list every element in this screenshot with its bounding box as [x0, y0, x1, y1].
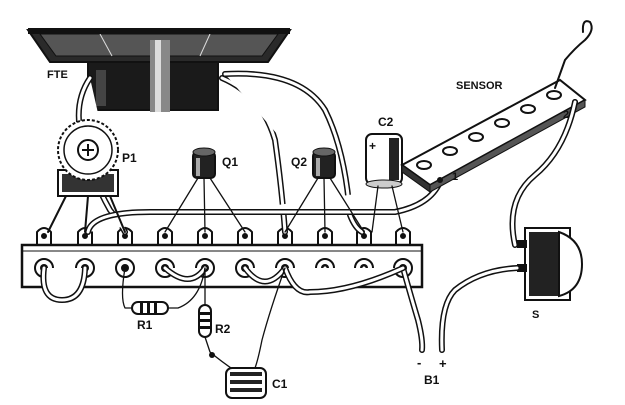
speaker-label: FTE — [47, 69, 68, 81]
transistor-q2-label: Q2 — [291, 155, 307, 169]
battery-minus: - — [417, 355, 421, 370]
switch-label: S — [532, 309, 539, 321]
capacitor-c2-plus: + — [369, 139, 376, 153]
capacitor-c2 — [365, 133, 404, 233]
battery-wires — [400, 265, 520, 353]
transistor-q2 — [284, 147, 365, 233]
potentiometer — [47, 119, 126, 233]
battery-label: B1 — [424, 373, 440, 387]
capacitor-c1-label: C1 — [272, 377, 288, 391]
capacitor-c2-label: C2 — [378, 115, 394, 129]
resistor-r1 — [121, 267, 206, 315]
terminal-strip — [20, 227, 424, 289]
speaker — [26, 28, 292, 112]
capacitor-c1 — [225, 267, 286, 399]
transistor-q1-label: Q1 — [222, 155, 238, 169]
transistor-q1 — [164, 147, 246, 233]
jumper-wires — [40, 265, 406, 303]
resistor-r2 — [198, 267, 235, 371]
sensor-board — [400, 20, 593, 193]
potentiometer-label: P1 — [122, 151, 137, 165]
sensor2-wire — [509, 99, 578, 248]
sensor-terminal-1: 1 — [452, 171, 458, 183]
sensor1-wire — [85, 70, 443, 235]
switch — [517, 227, 584, 301]
sensor-terminal-2: 2 — [563, 109, 569, 121]
battery-plus: + — [439, 356, 447, 371]
sensor-label: SENSOR — [456, 80, 503, 92]
resistor-r2-label: R2 — [215, 322, 231, 336]
resistor-r1-label: R1 — [137, 318, 153, 332]
